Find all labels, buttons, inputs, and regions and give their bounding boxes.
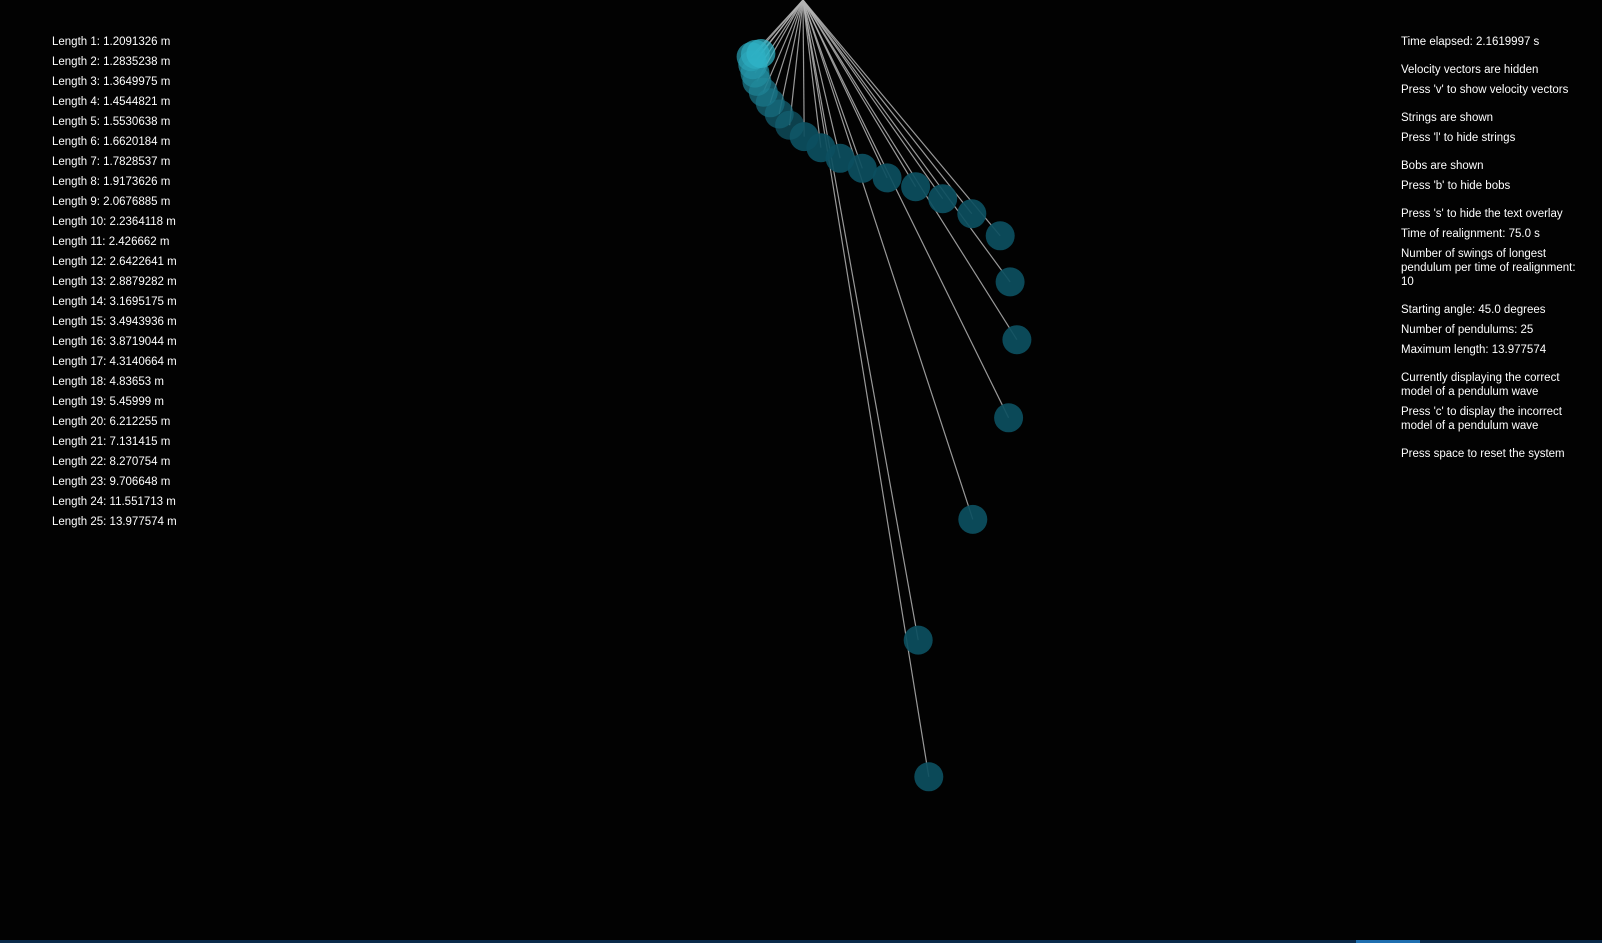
- length-label-14: Length 14: 3.1695175 m: [52, 296, 177, 308]
- strings-layer: [750, 0, 1018, 777]
- taskbar-strip: [0, 940, 1602, 943]
- reset-hint-text: Press space to reset the system: [1401, 448, 1565, 460]
- length-label-22: Length 22: 8.270754 m: [52, 456, 171, 468]
- pendulum-string-17: [802, 0, 944, 200]
- length-label-5: Length 5: 1.5530638 m: [52, 116, 171, 128]
- velocity-hint-text: Press 'v' to show velocity vectors: [1401, 84, 1569, 96]
- length-label-6: Length 6: 1.6620184 m: [52, 136, 171, 148]
- pendulum-string-16: [802, 0, 917, 188]
- length-label-9: Length 9: 2.0676885 m: [52, 196, 171, 208]
- pendulum-string-14: [802, 0, 863, 169]
- strings-hint-text: Press 'l' to hide strings: [1401, 132, 1516, 144]
- time-elapsed-text: Time elapsed: 2.1619997 s: [1401, 36, 1540, 48]
- pendulum-bob-14: [847, 153, 877, 183]
- pendulum-bob-23: [958, 504, 988, 534]
- pendulum-string-25: [802, 0, 930, 777]
- pendulum-bob-25: [914, 762, 944, 792]
- pendulum-bob-19: [985, 221, 1015, 251]
- swings-text: Number of swings of longest pendulum per…: [1401, 248, 1576, 288]
- pendulum-string-23: [802, 0, 974, 520]
- pendulum-string-11: [802, 0, 805, 137]
- pendulum-bob-15: [872, 163, 902, 193]
- length-label-24: Length 24: 11.551713 m: [52, 496, 176, 508]
- length-label-23: Length 23: 9.706648 m: [52, 476, 171, 488]
- pendulum-bob-17: [928, 184, 958, 214]
- overlay-hint-text: Press 's' to hide the text overlay: [1401, 208, 1563, 220]
- bobs-state-text: Bobs are shown: [1401, 160, 1484, 172]
- length-label-4: Length 4: 1.4544821 m: [52, 96, 171, 108]
- length-label-16: Length 16: 3.8719044 m: [52, 336, 177, 348]
- pendulum-string-18: [802, 0, 973, 215]
- length-label-7: Length 7: 1.7828537 m: [52, 156, 171, 168]
- starting-angle-text: Starting angle: 45.0 degrees: [1401, 304, 1546, 316]
- pendulum-string-20: [802, 0, 1011, 283]
- pendulum-bob-1: [746, 39, 776, 68]
- pendulum-string-12: [802, 0, 822, 148]
- pendulum-bob-20: [995, 267, 1025, 297]
- length-label-19: Length 19: 5.45999 m: [52, 396, 164, 408]
- pendulum-string-10: [789, 0, 804, 126]
- length-label-25: Length 25: 13.977574 m: [52, 516, 177, 528]
- realignment-time-text: Time of realignment: 75.0 s: [1401, 228, 1540, 240]
- length-label-21: Length 21: 7.131415 m: [52, 436, 171, 448]
- pendulum-string-13: [802, 0, 841, 159]
- pendulum-bob-21: [1002, 325, 1032, 355]
- length-label-15: Length 15: 3.4943936 m: [52, 316, 177, 328]
- model-hint-text: Press 'c' to display the incorrect model…: [1401, 406, 1562, 432]
- pendulum-string-22: [802, 0, 1010, 419]
- length-label-2: Length 2: 1.2835238 m: [52, 56, 171, 68]
- length-label-20: Length 20: 6.212255 m: [52, 416, 171, 428]
- length-label-13: Length 13: 2.8879282 m: [52, 276, 177, 288]
- pendulum-string-9: [778, 0, 804, 115]
- pendulum-string-19: [802, 0, 1001, 237]
- max-length-text: Maximum length: 13.977574: [1401, 344, 1547, 356]
- pendulum-bob-22: [994, 403, 1024, 433]
- pendulum-bob-16: [901, 172, 931, 202]
- model-state-text: Currently displaying the correct model o…: [1401, 372, 1560, 398]
- pendulum-bob-24: [903, 625, 933, 655]
- status-overlay: Time elapsed: 2.1619997 s Velocity vecto…: [1401, 35, 1591, 467]
- pendulum-bob-18: [957, 199, 987, 229]
- velocity-state-text: Velocity vectors are hidden: [1401, 64, 1539, 76]
- length-label-1: Length 1: 1.2091326 m: [52, 36, 171, 48]
- pendulum-string-24: [802, 0, 919, 641]
- length-label-12: Length 12: 2.6422641 m: [52, 256, 177, 268]
- length-label-10: Length 10: 2.2364118 m: [52, 216, 176, 228]
- length-label-18: Length 18: 4.83653 m: [52, 376, 164, 388]
- taskbar-accent: [1356, 940, 1420, 943]
- bobs-hint-text: Press 'b' to hide bobs: [1401, 180, 1511, 192]
- length-label-3: Length 3: 1.3649975 m: [52, 76, 171, 88]
- pendulum-count-text: Number of pendulums: 25: [1401, 324, 1534, 336]
- pendulum-string-21: [802, 0, 1018, 341]
- lengths-overlay: Length 1: 1.2091326 m Length 2: 1.283523…: [52, 35, 252, 535]
- strings-state-text: Strings are shown: [1401, 112, 1494, 124]
- length-label-17: Length 17: 4.3140664 m: [52, 356, 177, 368]
- length-label-11: Length 11: 2.426662 m: [52, 236, 170, 248]
- bobs-layer: [736, 39, 1032, 792]
- length-label-8: Length 8: 1.9173626 m: [52, 176, 171, 188]
